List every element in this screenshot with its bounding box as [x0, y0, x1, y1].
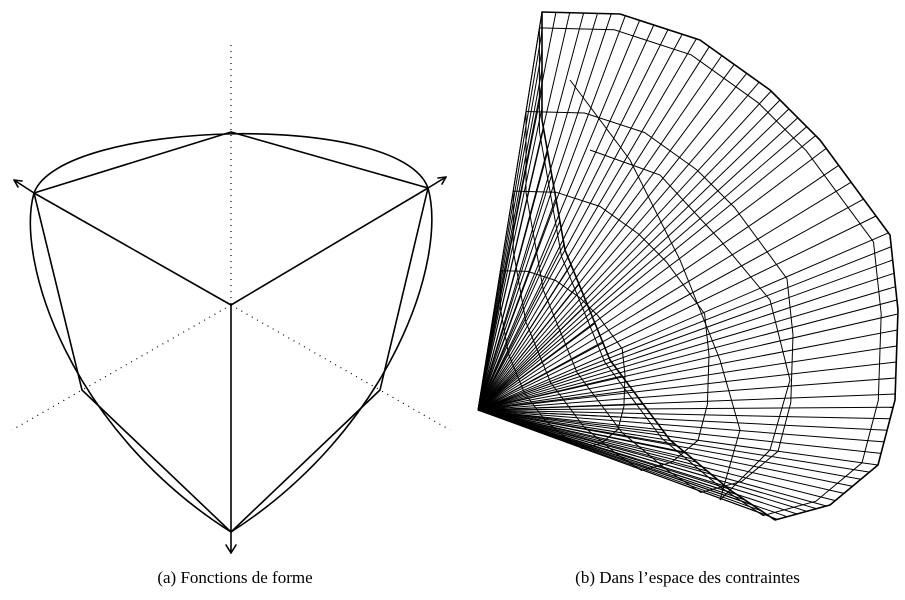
generator-line — [477, 409, 676, 445]
generator-line — [477, 197, 557, 411]
generator-line — [477, 88, 543, 411]
arrow-left-icon — [13, 179, 23, 188]
generator-line — [477, 409, 836, 502]
generator-line — [477, 409, 885, 443]
generator-line — [477, 299, 898, 411]
generator-line — [477, 409, 687, 454]
generator-line — [477, 135, 816, 411]
generator-line — [477, 283, 580, 411]
spoke-right — [230, 187, 429, 306]
generator-line — [477, 361, 897, 411]
generator-line — [477, 272, 895, 411]
generator-line — [477, 406, 894, 411]
generator-line — [477, 174, 553, 411]
rim-inner-outline — [538, 27, 882, 517]
generator-line — [477, 389, 633, 411]
generator-line — [477, 13, 598, 411]
generator-line — [477, 409, 738, 496]
generator-line — [477, 264, 572, 411]
generator-line — [477, 117, 799, 411]
generator-line — [477, 409, 729, 490]
generator-line — [477, 55, 723, 411]
right-dotted-axis — [230, 304, 451, 431]
generator-line — [477, 286, 896, 411]
generator-line — [477, 13, 612, 411]
stress-space-surface — [477, 11, 899, 521]
shape-functions-diagram — [11, 45, 451, 554]
generator-line — [477, 409, 708, 472]
generator-line — [477, 345, 897, 411]
caption-a: (a) Fonctions de forme — [157, 568, 313, 587]
generator-line — [477, 243, 565, 411]
generator-line — [477, 198, 864, 411]
generator-line — [477, 322, 596, 411]
generator-line — [477, 409, 665, 434]
arrow-right-shaft — [427, 176, 447, 189]
generator-line — [477, 29, 669, 411]
arrow-left-shaft — [13, 179, 35, 194]
generator-line — [477, 313, 899, 411]
generator-line — [477, 375, 623, 411]
generator-line — [477, 99, 781, 411]
generator-line — [477, 220, 561, 411]
surface-wireframe — [477, 11, 899, 521]
generator-line — [477, 126, 808, 411]
outer-curve — [29, 132, 433, 533]
generator-line — [477, 128, 544, 411]
section-contour — [525, 111, 794, 494]
generator-line — [477, 64, 735, 411]
panel-b: (b) Dans l’espace des contraintes — [470, 0, 905, 600]
generator-line — [477, 81, 760, 411]
generator-line — [477, 342, 604, 411]
section-contour — [499, 270, 626, 450]
generator-line — [477, 69, 543, 411]
generator-line — [477, 38, 697, 411]
generator-line — [477, 409, 655, 420]
generator-line — [477, 33, 683, 411]
generator-line — [477, 303, 588, 411]
generator-line — [477, 361, 612, 411]
generator-line — [477, 90, 772, 411]
generator-line — [477, 409, 845, 494]
panel-a: (a) Fonctions de forme — [11, 45, 451, 587]
generator-line — [477, 403, 644, 411]
arrow-down-icon — [225, 544, 237, 554]
inner-ridge — [589, 149, 791, 501]
generator-line — [477, 232, 889, 411]
generator-line — [477, 50, 543, 411]
generator-line — [477, 409, 882, 454]
generator-line — [477, 31, 543, 411]
arrow-right-icon — [437, 176, 447, 185]
caption-b: (b) Dans l’espace des contraintes — [575, 568, 800, 587]
generator-line — [477, 151, 549, 411]
spoke-left — [33, 192, 232, 306]
generator-line — [477, 107, 543, 411]
generator-line — [477, 11, 543, 411]
generator-line — [477, 181, 852, 411]
generator-line — [477, 409, 697, 463]
generator-line — [477, 377, 896, 411]
generator-line — [477, 215, 877, 411]
generator-line — [477, 329, 898, 411]
rim-outline — [541, 11, 899, 521]
generator-line — [477, 24, 655, 411]
generator-line — [477, 164, 839, 411]
generator-line — [477, 409, 891, 420]
section-contour — [512, 190, 710, 472]
generator-line — [477, 409, 719, 481]
generator-line — [477, 246, 892, 411]
inner-ridge — [569, 79, 741, 501]
left-dotted-axis — [11, 304, 232, 431]
generator-line — [477, 409, 870, 473]
